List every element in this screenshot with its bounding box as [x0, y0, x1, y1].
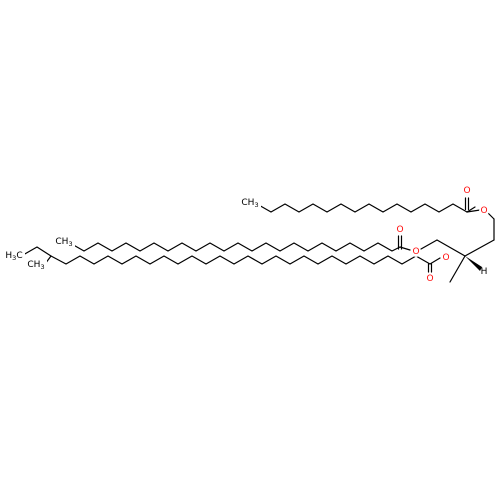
stereo-hydrogen: H	[481, 267, 488, 277]
methyl-label-1: CH3	[241, 198, 258, 209]
atom-labels: O O O O O O H CH3 CH3 H3C CH3	[5, 186, 489, 284]
ester-oxygen-3: O	[442, 253, 449, 263]
methyl-label-4: CH3	[27, 260, 44, 271]
ester-oxygen-2: O	[412, 247, 419, 257]
acyl-chain-1	[256, 197, 481, 213]
methyl-label-2: CH3	[55, 237, 72, 248]
glycerol-backbone	[420, 212, 495, 283]
ester-oxygen-1: O	[480, 206, 487, 216]
carbonyl-oxygen-3: O	[426, 274, 433, 284]
methyl-label-3: H3C	[5, 251, 22, 262]
acyl-chain-2	[69, 235, 411, 252]
carbonyl-oxygen-1: O	[463, 186, 470, 196]
acyl-chain-3	[22, 246, 441, 273]
carbonyl-oxygen-2: O	[396, 225, 403, 235]
